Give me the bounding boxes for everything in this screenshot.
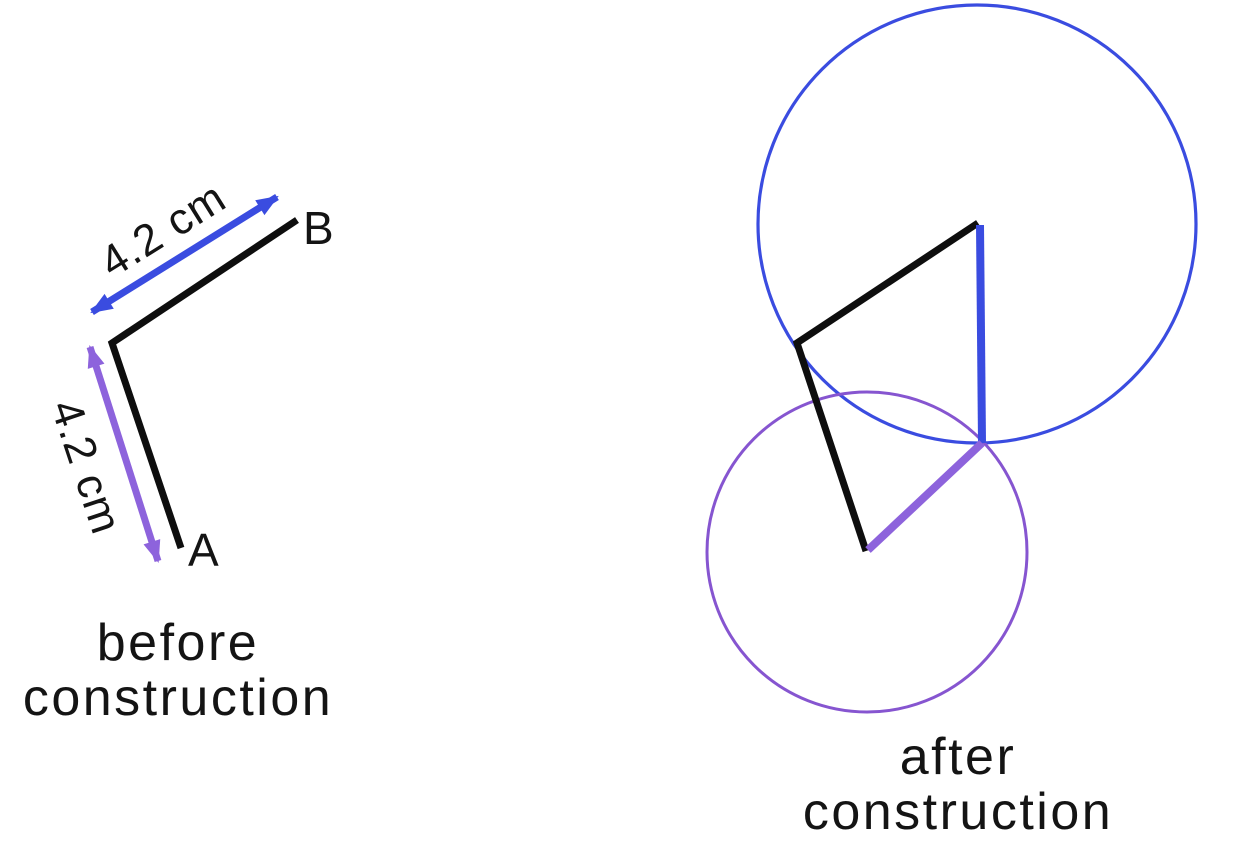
after-caption-line2: construction — [802, 783, 1114, 841]
after-caption: after construction — [778, 730, 1138, 840]
after-angle-segments — [792, 220, 980, 553]
bottom-measure-arrow — [86, 345, 162, 563]
point-b-label: B — [303, 202, 334, 254]
bottom-measure-label: 4.2 cm — [41, 394, 131, 540]
after-caption-line1: after — [899, 728, 1017, 786]
blue-radius-segment — [976, 224, 986, 444]
before-caption: before construction — [0, 616, 356, 726]
purple-compass-circle — [705, 390, 1029, 714]
top-measure-arrow — [90, 194, 279, 315]
before-caption-line1: before — [96, 614, 260, 672]
before-caption-line2: construction — [22, 669, 334, 727]
point-a-label: A — [188, 524, 219, 576]
purple-radius-segment — [865, 440, 985, 553]
